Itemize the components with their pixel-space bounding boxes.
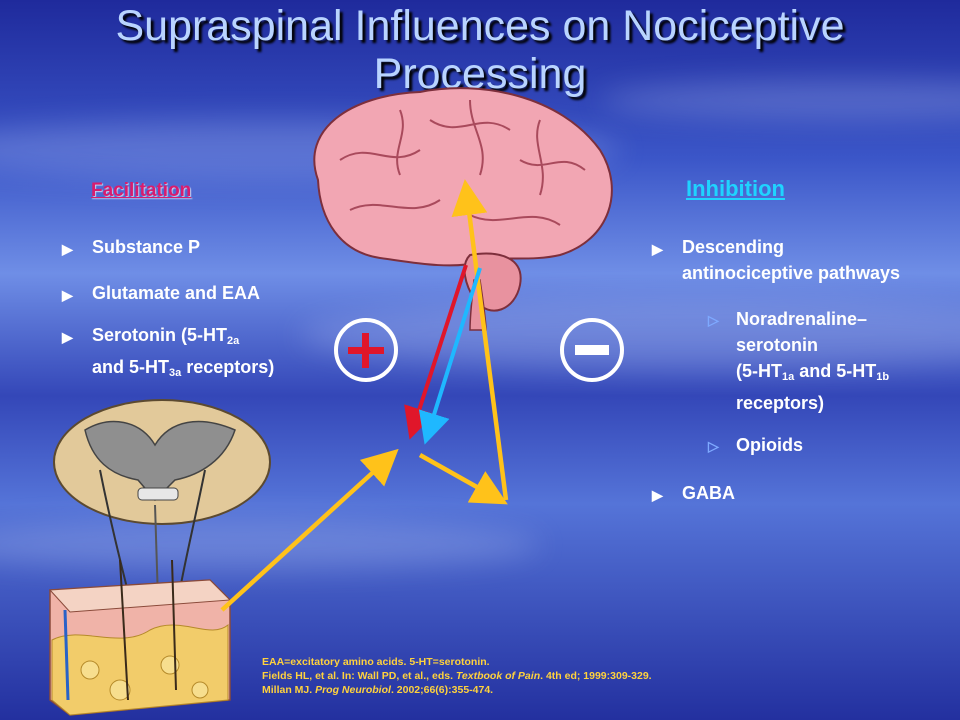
minus-icon <box>575 345 609 355</box>
ascending-arrow-brain <box>451 179 509 501</box>
list-item: ▷ Opioids <box>708 432 803 458</box>
list-item: ▶ Substance P <box>62 234 200 260</box>
descending-facilitation-arrow <box>404 264 468 440</box>
pathway-arrows <box>220 179 509 612</box>
slide-title: Supraspinal Influences on Nociceptive Pr… <box>115 2 845 98</box>
descending-inhibition-arrow <box>418 267 482 445</box>
triangle-outline-bullet-icon: ▷ <box>708 438 719 454</box>
ascending-arrow-skin <box>220 448 399 612</box>
facilitation-plus-symbol <box>334 318 398 382</box>
list-item: ▶ Descending antinociceptive pathways <box>652 237 901 283</box>
inhibition-heading: Inhibition <box>686 176 785 201</box>
triangle-bullet-icon: ▶ <box>652 241 663 257</box>
list-item: ▶ Glutamate and EAA <box>62 280 260 306</box>
inhibition-minus-symbol <box>560 318 624 382</box>
triangle-bullet-icon: ▶ <box>62 287 73 303</box>
triangle-bullet-icon: ▶ <box>62 241 73 257</box>
list-item: ▶ GABA <box>652 480 735 506</box>
triangle-outline-bullet-icon: ▷ <box>708 312 719 328</box>
triangle-bullet-icon: ▶ <box>62 329 73 345</box>
spinal-cord-illustration <box>53 399 271 601</box>
list-item: ▶ Serotonin (5-HT2a and 5-HT3a receptors… <box>62 325 275 379</box>
references: EAA=excitatory amino acids. 5-HT=seroton… <box>262 656 652 696</box>
list-item: ▷ Noradrenaline– serotonin (5-HT1a and 5… <box>708 309 890 413</box>
triangle-bullet-icon: ▶ <box>652 487 663 503</box>
facilitation-heading: Facilitation <box>91 180 192 201</box>
background-streak <box>0 520 540 570</box>
ascending-arrow-cord <box>418 453 508 505</box>
brain-illustration <box>313 87 613 331</box>
background-streak <box>300 300 960 370</box>
skin-illustration <box>48 559 232 716</box>
